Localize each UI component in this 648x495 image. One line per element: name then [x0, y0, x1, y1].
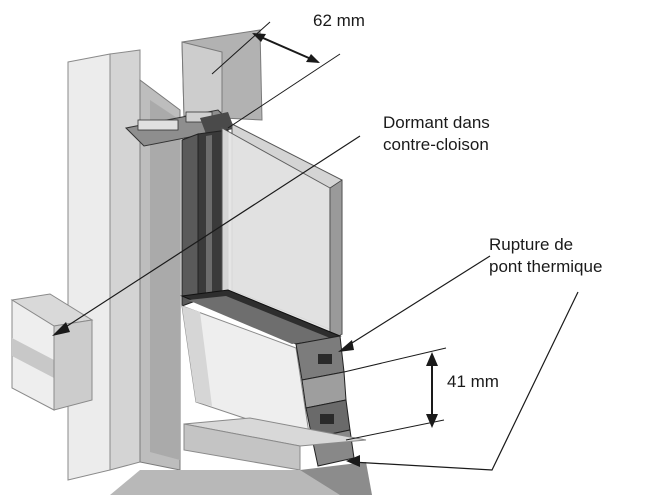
dim-side-extension-2: [345, 419, 445, 441]
dim-top-arrow-line: [253, 33, 319, 63]
top-profile-insert: [137, 119, 179, 131]
label-rupture: Rupture de pont thermique: [489, 235, 603, 276]
top-wall-face: [181, 41, 223, 117]
wall-stub-band: [12, 338, 54, 378]
frame-stile-highlight: [206, 135, 212, 299]
dim-side-extension-1: [343, 347, 447, 373]
label-dormant: Dormant dans contre-cloison: [383, 113, 490, 154]
rupture-leader-upper: [343, 255, 491, 349]
dim-top-extension-1: [211, 21, 271, 75]
dim-top-arrowhead-b: [306, 54, 320, 63]
sill-gasket-2: [320, 414, 334, 424]
left-wall-side: [109, 49, 141, 471]
dim-side-arrowhead-bottom: [426, 414, 438, 428]
sill-gasket: [318, 354, 332, 364]
top-gasket: [200, 112, 234, 134]
rupture-leader-lower: [351, 291, 579, 471]
dimension-label-41mm: 41 mm: [447, 372, 499, 391]
dim-top-extension-2: [227, 53, 341, 129]
rupture-arrowhead-upper: [338, 340, 354, 352]
frame-stile-outer: [181, 133, 199, 307]
dormant-leader-line: [57, 135, 361, 333]
left-wall-face: [67, 53, 111, 481]
wall-stub-side: [53, 319, 93, 411]
frame-rail-light: [188, 296, 330, 344]
glass-edge: [329, 179, 343, 343]
jamb-shadow: [150, 100, 180, 460]
dim-top-arrowhead-a: [252, 33, 266, 42]
dormant-leader-arrowhead: [52, 322, 70, 336]
rupture-arrowhead-lower: [346, 455, 360, 467]
base-floor: [110, 470, 360, 495]
lower-panel-shade: [182, 306, 212, 406]
dimension-label-62mm: 62 mm: [313, 11, 365, 30]
dim-side-arrowhead-top: [426, 352, 438, 366]
base-floor-dark: [300, 462, 372, 495]
